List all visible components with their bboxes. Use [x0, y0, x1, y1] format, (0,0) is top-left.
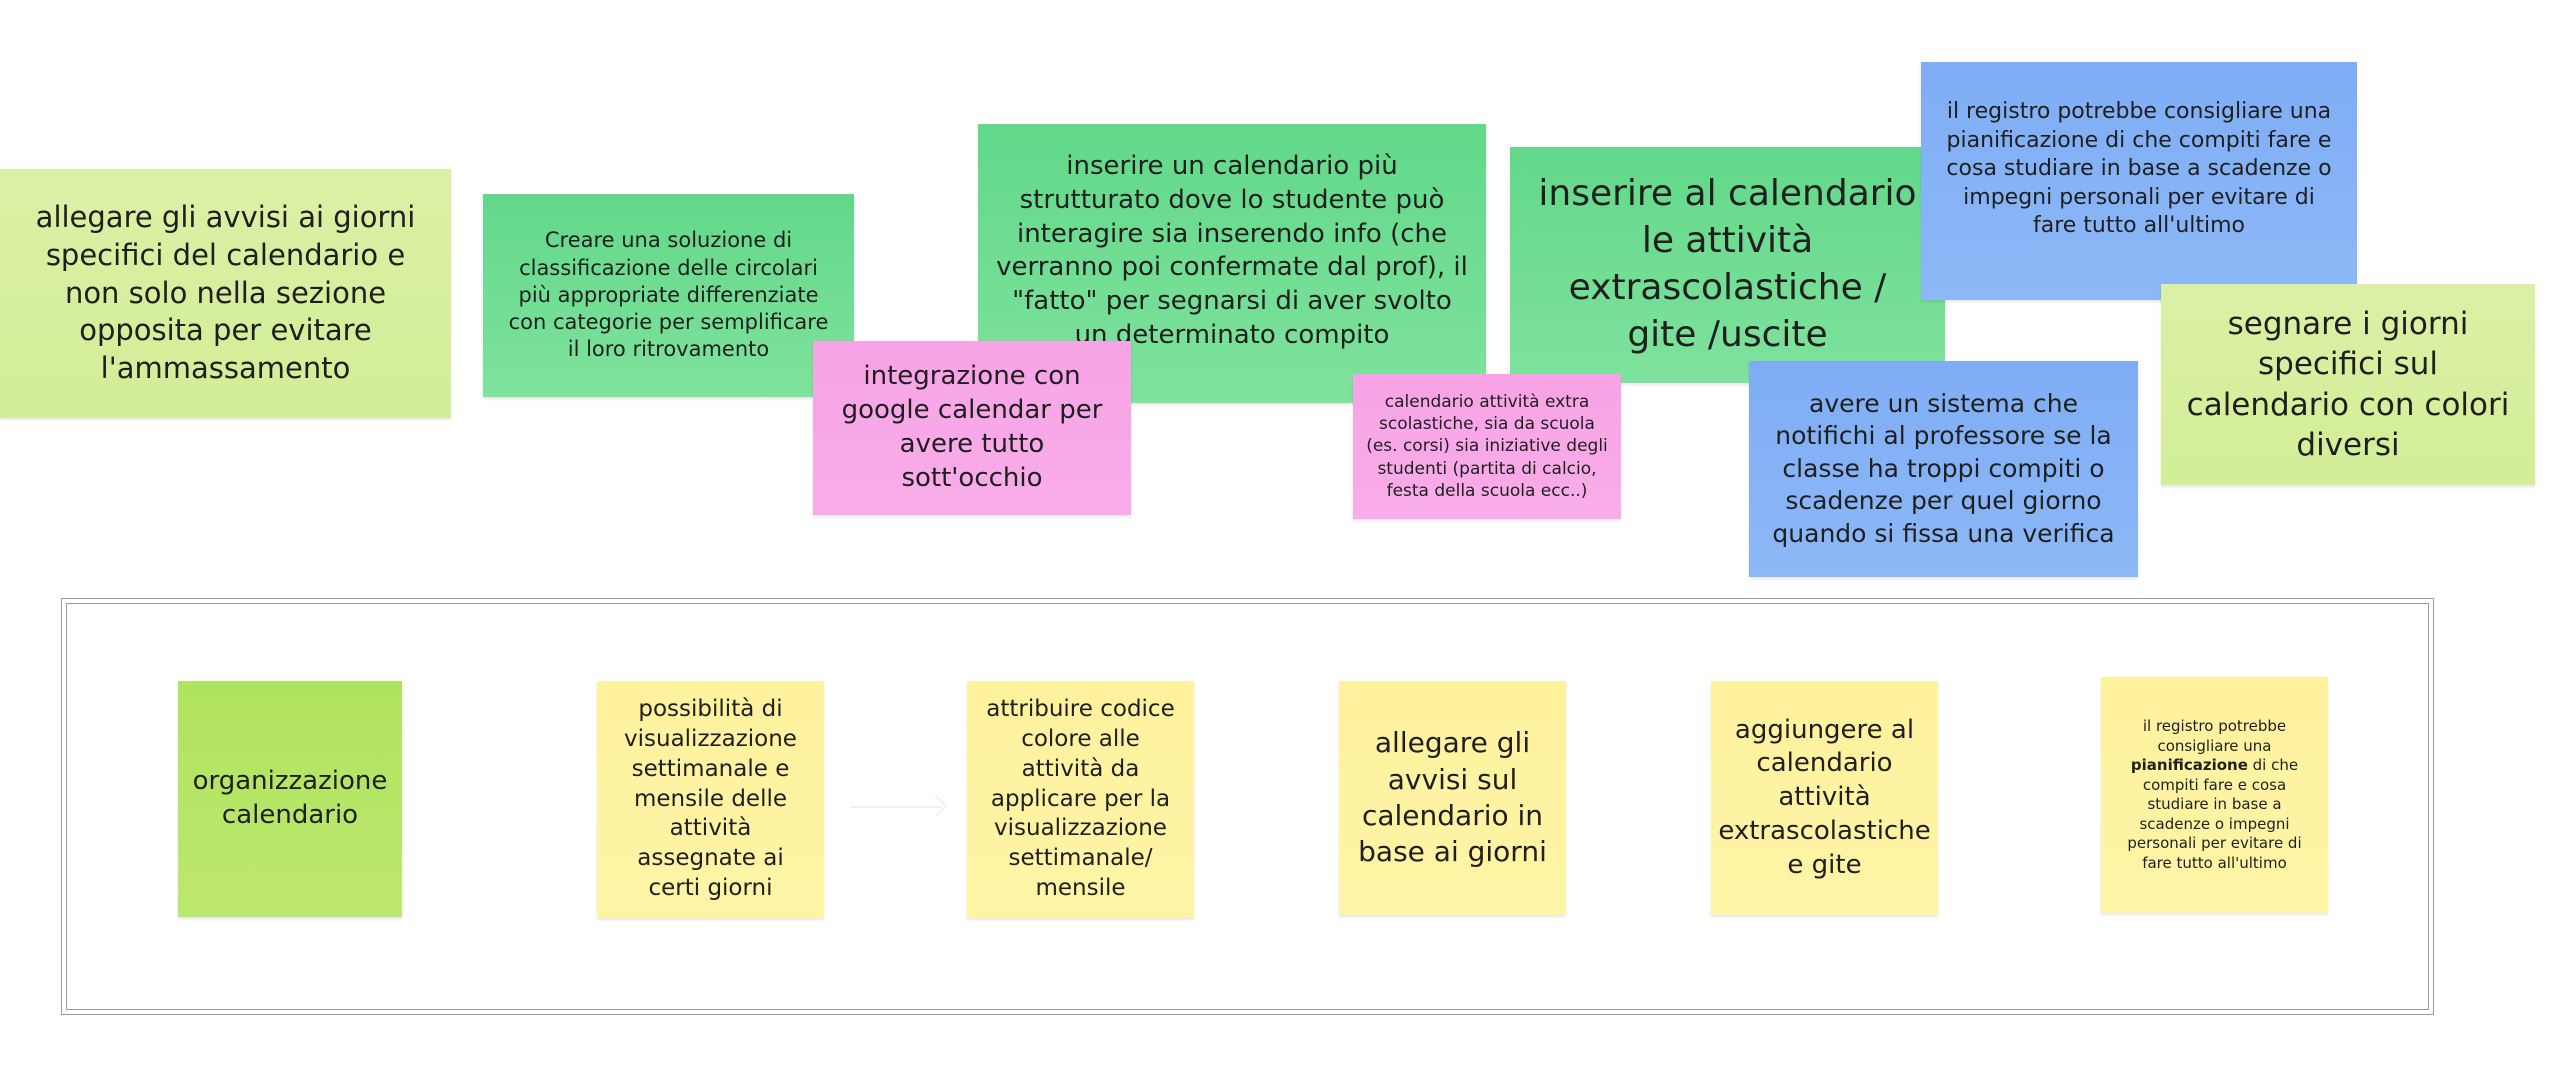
sticky-note-text: avere un sistema che notifichi al profes… [1772, 388, 2115, 548]
sticky-note-text: inserire un calendario più strutturato d… [996, 151, 1468, 350]
sticky-note[interactable]: attribuire codice colore alle attività d… [967, 681, 1194, 918]
sticky-note[interactable]: calendario attività extra scolastiche, s… [1353, 374, 1621, 519]
sticky-note[interactable]: allegare gli avvisi ai giorni specifici … [0, 169, 451, 418]
sticky-note[interactable]: possibilità di visualizzazione settimana… [597, 681, 824, 918]
sticky-note[interactable]: allegare gli avvisi sul calendario in ba… [1339, 681, 1566, 915]
sticky-note[interactable]: il registro potrebbe consigliare una pia… [1921, 62, 2357, 300]
sticky-note[interactable]: organizzazione calendario [178, 681, 402, 917]
frame[interactable] [61, 598, 2434, 1015]
sticky-note-text-post: di che compiti fare e cosa studiare in b… [2127, 756, 2302, 872]
sticky-note[interactable]: segnare i giorni specifici sul calendari… [2161, 284, 2535, 485]
sticky-note-text: il registro potrebbe consigliare una pia… [1946, 99, 2332, 239]
sticky-note-text: organizzazione calendario [192, 766, 388, 830]
frame-inner-border [66, 603, 2429, 1010]
connector-line[interactable] [850, 806, 942, 808]
sticky-note-text-pre: il registro potrebbe consigliare una [2142, 717, 2287, 755]
sticky-note-text-bold: pianificazione [2130, 756, 2248, 774]
sticky-note-text: Creare una soluzione di classificazione … [508, 228, 829, 362]
sticky-note-text: il registro potrebbe consigliare una pia… [2127, 717, 2302, 873]
sticky-note-text: calendario attività extra scolastiche, s… [1366, 392, 1608, 501]
sticky-note-text: allegare gli avvisi ai giorni specifici … [35, 200, 416, 386]
sticky-note[interactable]: inserire al calendario le attività extra… [1510, 147, 1945, 383]
sticky-note-text: integrazione con google calendar per ave… [841, 361, 1103, 493]
sticky-note[interactable]: Creare una soluzione di classificazione … [483, 194, 854, 397]
sticky-note[interactable]: avere un sistema che notifichi al profes… [1749, 361, 2138, 577]
sticky-note[interactable]: aggiungere al calendario attività extras… [1711, 681, 1938, 915]
sticky-note-text: possibilità di visualizzazione settimana… [624, 695, 797, 902]
sticky-note-text: attribuire codice colore alle attività d… [986, 695, 1175, 902]
sticky-note[interactable]: il registro potrebbe consigliare una pia… [2101, 677, 2328, 913]
sticky-note-text: allegare gli avvisi sul calendario in ba… [1358, 726, 1547, 869]
sticky-note-text: segnare i giorni specifici sul calendari… [2186, 305, 2510, 463]
sticky-note[interactable]: inserire un calendario più strutturato d… [978, 124, 1486, 403]
sticky-note[interactable]: integrazione con google calendar per ave… [813, 341, 1131, 515]
sticky-note-text: aggiungere al calendario attività extras… [1718, 714, 1931, 880]
sticky-note-text: inserire al calendario le attività extra… [1538, 173, 1917, 355]
